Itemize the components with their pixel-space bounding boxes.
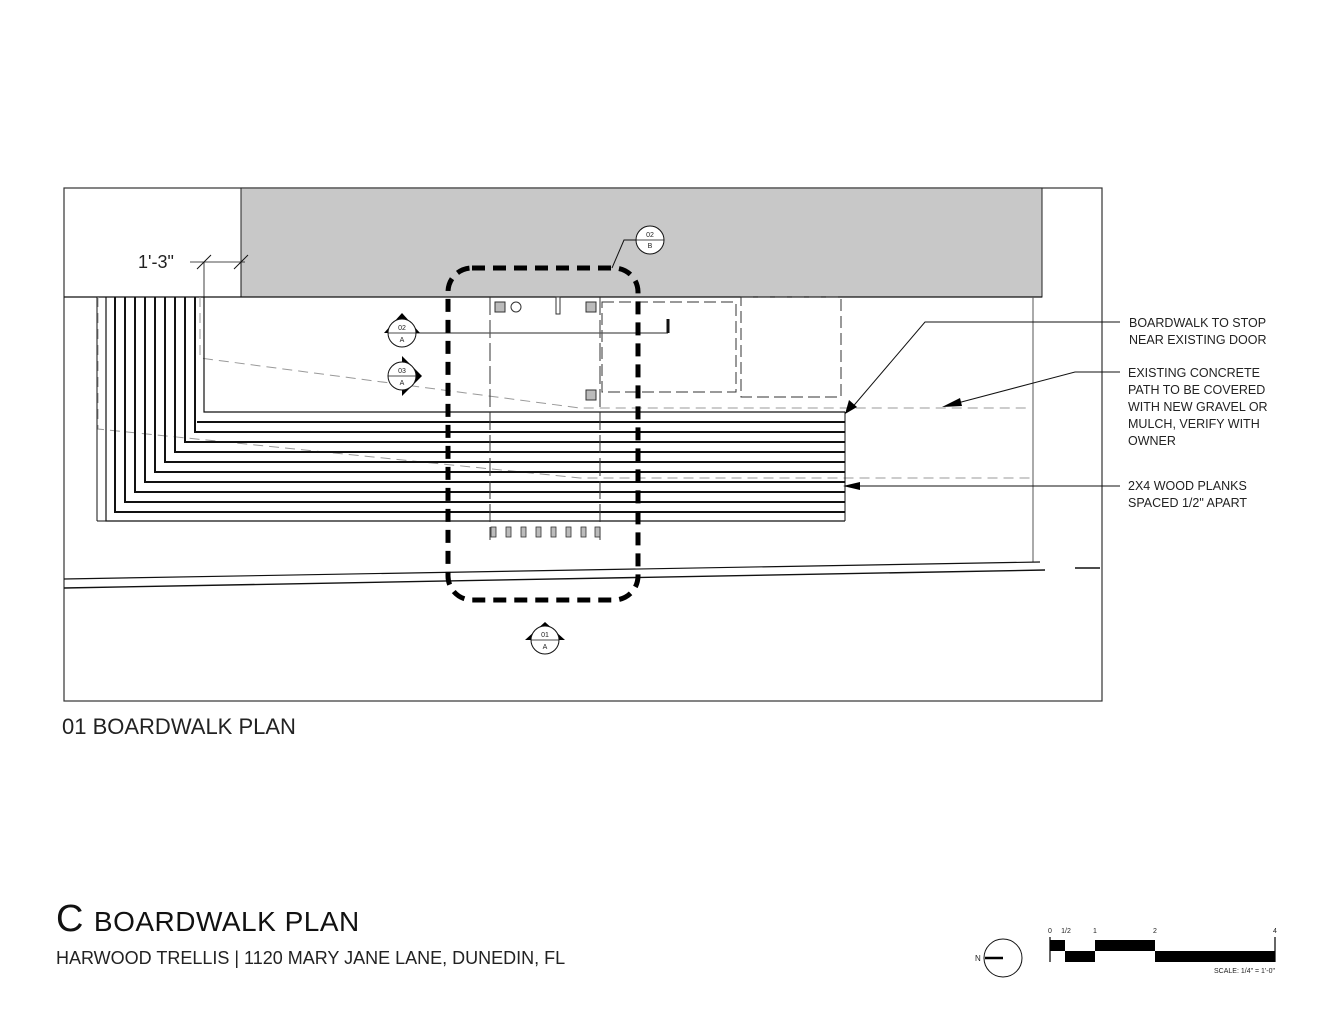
plank-line bbox=[144, 297, 845, 483]
post bbox=[494, 301, 506, 313]
plank-line bbox=[114, 297, 845, 513]
svg-text:A: A bbox=[400, 337, 405, 344]
plank-line bbox=[134, 297, 845, 493]
svg-text:WITH NEW GRAVEL OR: WITH NEW GRAVEL OR bbox=[1128, 400, 1268, 414]
svg-text:03: 03 bbox=[398, 368, 406, 375]
sheet-name: BOARDWALK PLAN bbox=[93, 906, 360, 937]
svg-text:4: 4 bbox=[1273, 928, 1277, 935]
svg-text:PATH TO BE COVERED: PATH TO BE COVERED bbox=[1128, 383, 1265, 397]
existing-building bbox=[240, 187, 1043, 298]
svg-text:OWNER: OWNER bbox=[1128, 434, 1176, 448]
svg-text:SCALE: 1/4" = 1'-0": SCALE: 1/4" = 1'-0" bbox=[1214, 968, 1275, 975]
plank-line bbox=[164, 297, 845, 463]
existing-opening bbox=[601, 301, 737, 393]
svg-text:BOARDWALK TO STOP: BOARDWALK TO STOP bbox=[1129, 316, 1266, 330]
svg-text:NEAR EXISTING DOOR: NEAR EXISTING DOOR bbox=[1129, 333, 1267, 347]
svg-text:N: N bbox=[975, 954, 981, 963]
post-slot bbox=[555, 296, 561, 315]
sheet-title: C BOARDWALK PLAN bbox=[56, 898, 360, 941]
svg-text:1/2: 1/2 bbox=[1061, 928, 1071, 935]
note-boardwalk-stop: BOARDWALK TO STOP NEAR EXISTING DOOR bbox=[845, 316, 1267, 414]
section-marker-03-a[interactable]: 03 A bbox=[387, 356, 422, 396]
trellis-posts bbox=[490, 526, 601, 538]
plank-line bbox=[194, 297, 845, 433]
svg-text:1'-3": 1'-3" bbox=[138, 252, 174, 272]
wood-planks bbox=[96, 297, 846, 522]
plan-label: 01 BOARDWALK PLAN bbox=[62, 714, 296, 739]
svg-text:A: A bbox=[400, 380, 405, 387]
svg-text:MULCH, VERIFY WITH: MULCH, VERIFY WITH bbox=[1128, 417, 1260, 431]
note-wood-planks: 2X4 WOOD PLANKS SPACED 1/2" APART bbox=[843, 479, 1247, 510]
plank-line bbox=[203, 297, 845, 413]
note-existing-concrete: EXISTING CONCRETE PATH TO BE COVERED WIT… bbox=[942, 366, 1268, 448]
post bbox=[585, 389, 597, 401]
north-arrow: N bbox=[975, 938, 1023, 978]
section-marker-02-a[interactable]: 02 A bbox=[384, 313, 420, 348]
svg-text:B: B bbox=[648, 243, 653, 250]
detail-callout-boundary bbox=[445, 265, 641, 603]
plank-line bbox=[174, 297, 845, 453]
site-boundary bbox=[63, 569, 1046, 589]
existing-opening bbox=[740, 296, 842, 398]
plank-line bbox=[124, 297, 845, 503]
plank-line bbox=[105, 297, 845, 522]
dimension-1-3: 1'-3" bbox=[138, 252, 249, 297]
svg-text:2X4 WOOD PLANKS: 2X4 WOOD PLANKS bbox=[1128, 479, 1247, 493]
svg-text:02: 02 bbox=[646, 232, 654, 239]
project-subtitle: HARWOOD TRELLIS | 1120 MARY JANE LANE, D… bbox=[56, 948, 566, 968]
sheet-letter: C bbox=[56, 898, 84, 940]
post bbox=[585, 301, 597, 313]
svg-text:SPACED 1/2" APART: SPACED 1/2" APART bbox=[1128, 496, 1247, 510]
section-marker-01-a[interactable]: 01 A bbox=[525, 622, 565, 655]
existing-concrete-path bbox=[97, 297, 1030, 479]
svg-text:1: 1 bbox=[1093, 928, 1097, 935]
post-round bbox=[510, 301, 522, 313]
plank-line bbox=[184, 297, 845, 443]
svg-text:01: 01 bbox=[541, 632, 549, 639]
scale-bar: 0 1/2 1 2 4 SCALE: 1/4" = 1'-0" bbox=[1048, 928, 1277, 975]
section-marker-02-b[interactable]: 02 B bbox=[635, 225, 665, 255]
existing-concrete-path bbox=[199, 297, 1030, 409]
callout-leader bbox=[611, 239, 637, 269]
site-boundary bbox=[63, 561, 1041, 580]
svg-text:A: A bbox=[543, 644, 548, 651]
svg-text:02: 02 bbox=[398, 325, 406, 332]
svg-text:0: 0 bbox=[1048, 928, 1052, 935]
plank-line bbox=[154, 297, 845, 473]
svg-text:EXISTING CONCRETE: EXISTING CONCRETE bbox=[1128, 366, 1260, 380]
svg-text:2: 2 bbox=[1153, 928, 1157, 935]
